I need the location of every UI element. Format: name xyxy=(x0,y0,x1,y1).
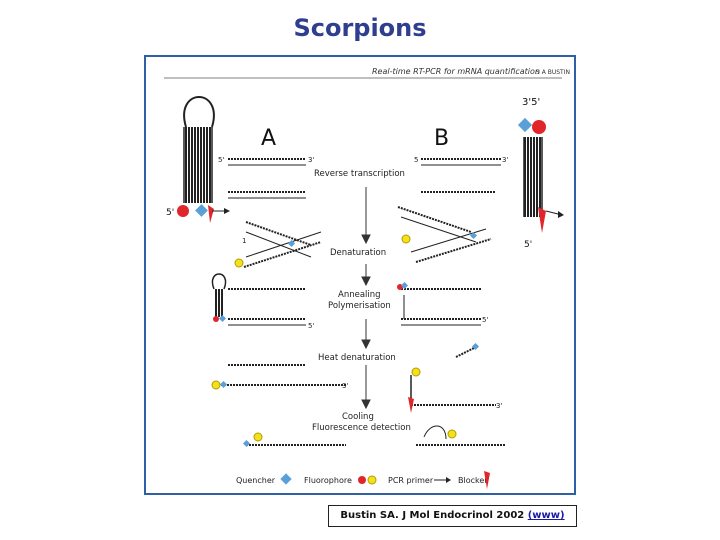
svg-text:3': 3' xyxy=(502,156,508,164)
svg-text:3': 3' xyxy=(496,402,502,410)
citation-text: Bustin SA. J Mol Endocrinol 2002 xyxy=(340,510,525,521)
panel-a-strands xyxy=(221,158,346,446)
svg-text:1: 1 xyxy=(242,237,246,245)
quencher-diamond-a xyxy=(195,204,208,217)
panel-b-markers xyxy=(397,231,480,440)
legend-fluorophore-label: Fluorophore xyxy=(304,476,352,485)
citation: Bustin SA. J Mol Endocrinol 2002 (www) xyxy=(328,505,577,527)
step-denaturation: Denaturation xyxy=(330,248,386,258)
scorpion-probe-b xyxy=(517,117,564,233)
citation-link[interactable]: (www) xyxy=(527,510,565,521)
legend-blocker-swatch xyxy=(484,471,490,489)
legend-pcr-primer-label: PCR primer xyxy=(388,476,434,485)
svg-text:5: 5 xyxy=(414,156,418,164)
svg-text:5': 5' xyxy=(482,316,488,324)
svg-text:5': 5' xyxy=(308,322,314,330)
svg-text:3': 3' xyxy=(308,156,314,164)
legend-fluorophore-swatch xyxy=(367,475,377,485)
figure-author: S A BUSTIN xyxy=(536,69,570,76)
scorpion-probe-a xyxy=(177,96,230,223)
svg-text:3': 3' xyxy=(342,382,348,390)
legend-red-dot xyxy=(358,476,366,484)
svg-text:5': 5' xyxy=(218,156,224,164)
process-arrows xyxy=(361,187,371,410)
legend: Quencher Fluorophore PCR primer Blocker xyxy=(236,471,490,489)
figure-header: Real-time RT-PCR for mRNA quantification xyxy=(372,67,540,76)
panel-b-end-labels: 5 3' 5' 3' xyxy=(414,156,508,410)
diagram-canvas: Real-time RT-PCR for mRNA quantification… xyxy=(164,67,570,489)
panel-a-label: A xyxy=(261,126,276,151)
panel-b-label: B xyxy=(434,126,449,151)
scorpions-diagram: Real-time RT-PCR for mRNA quantification… xyxy=(144,55,576,495)
step-heat-denaturation: Heat denaturation xyxy=(318,353,396,363)
step-polymerisation: Polymerisation xyxy=(328,301,391,311)
hairpin-a-annealed xyxy=(211,273,227,323)
label-5prime-b-probe: 5' xyxy=(524,240,532,250)
step-fluorescence-detection: Fluorescence detection xyxy=(312,423,411,433)
step-annealing: Annealing xyxy=(338,290,381,300)
legend-quencher-swatch xyxy=(280,473,292,485)
panel-a-markers xyxy=(211,239,296,448)
panel-b-strands xyxy=(397,158,506,446)
panel-a-end-labels: 5' 3' 5' 1 3' xyxy=(218,156,348,390)
fluorophore-dot-a xyxy=(177,205,189,217)
step-reverse-transcription: Reverse transcription xyxy=(314,169,405,179)
label-5prime-a: 5' xyxy=(166,208,174,218)
slide-title: Scorpions xyxy=(293,14,427,42)
legend-blocker-label: Blocker xyxy=(458,476,488,485)
label-3prime-5prime-b: 3'5' xyxy=(522,97,540,108)
step-cooling: Cooling xyxy=(342,412,374,422)
legend-quencher-label: Quencher xyxy=(236,476,276,485)
